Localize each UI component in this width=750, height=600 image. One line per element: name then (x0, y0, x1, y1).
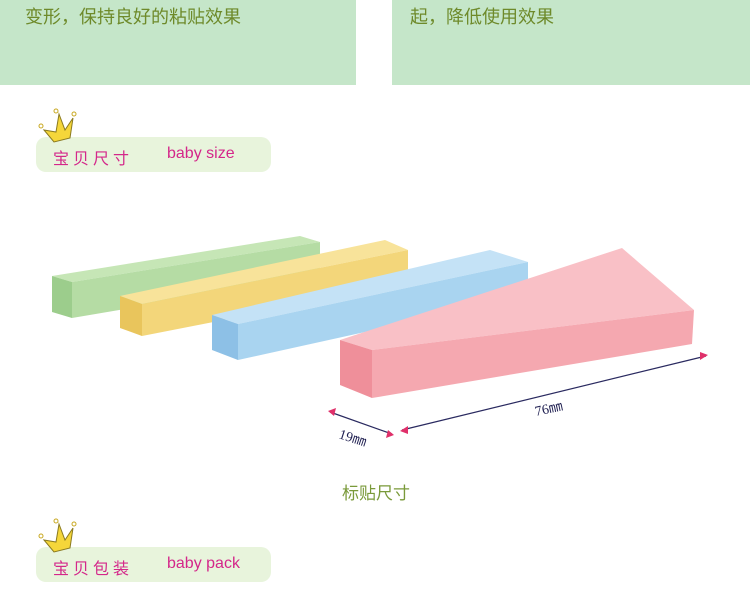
feature-panel-right: 起，降低使用效果 (392, 0, 750, 85)
section-header-size: 宝贝尺寸 baby size (36, 137, 271, 172)
feature-text-left: 变形，保持良好的粘贴效果 (25, 7, 241, 28)
section-title-cn: 宝贝尺寸 (53, 149, 134, 168)
feature-panel-left: 变形，保持良好的粘贴效果 (0, 0, 356, 85)
image-caption: 标贴尺寸 (342, 484, 410, 504)
crown-icon (38, 518, 77, 553)
section-title-en: baby pack (167, 555, 240, 572)
yellow-note-pad (120, 240, 408, 336)
blue-note-pad (212, 250, 528, 360)
section-header-pack: 宝贝包装 baby pack (36, 547, 271, 582)
section-title-cn: 宝贝包装 (53, 559, 134, 578)
pink-note-pad (340, 248, 694, 398)
length-label: 76㎜ (534, 399, 565, 419)
dimension-arrows (328, 352, 708, 438)
feature-text-right: 起，降低使用效果 (410, 7, 554, 28)
width-label: 19㎜ (337, 428, 368, 451)
section-title-en: baby size (167, 145, 235, 162)
crown-icon (38, 108, 77, 143)
